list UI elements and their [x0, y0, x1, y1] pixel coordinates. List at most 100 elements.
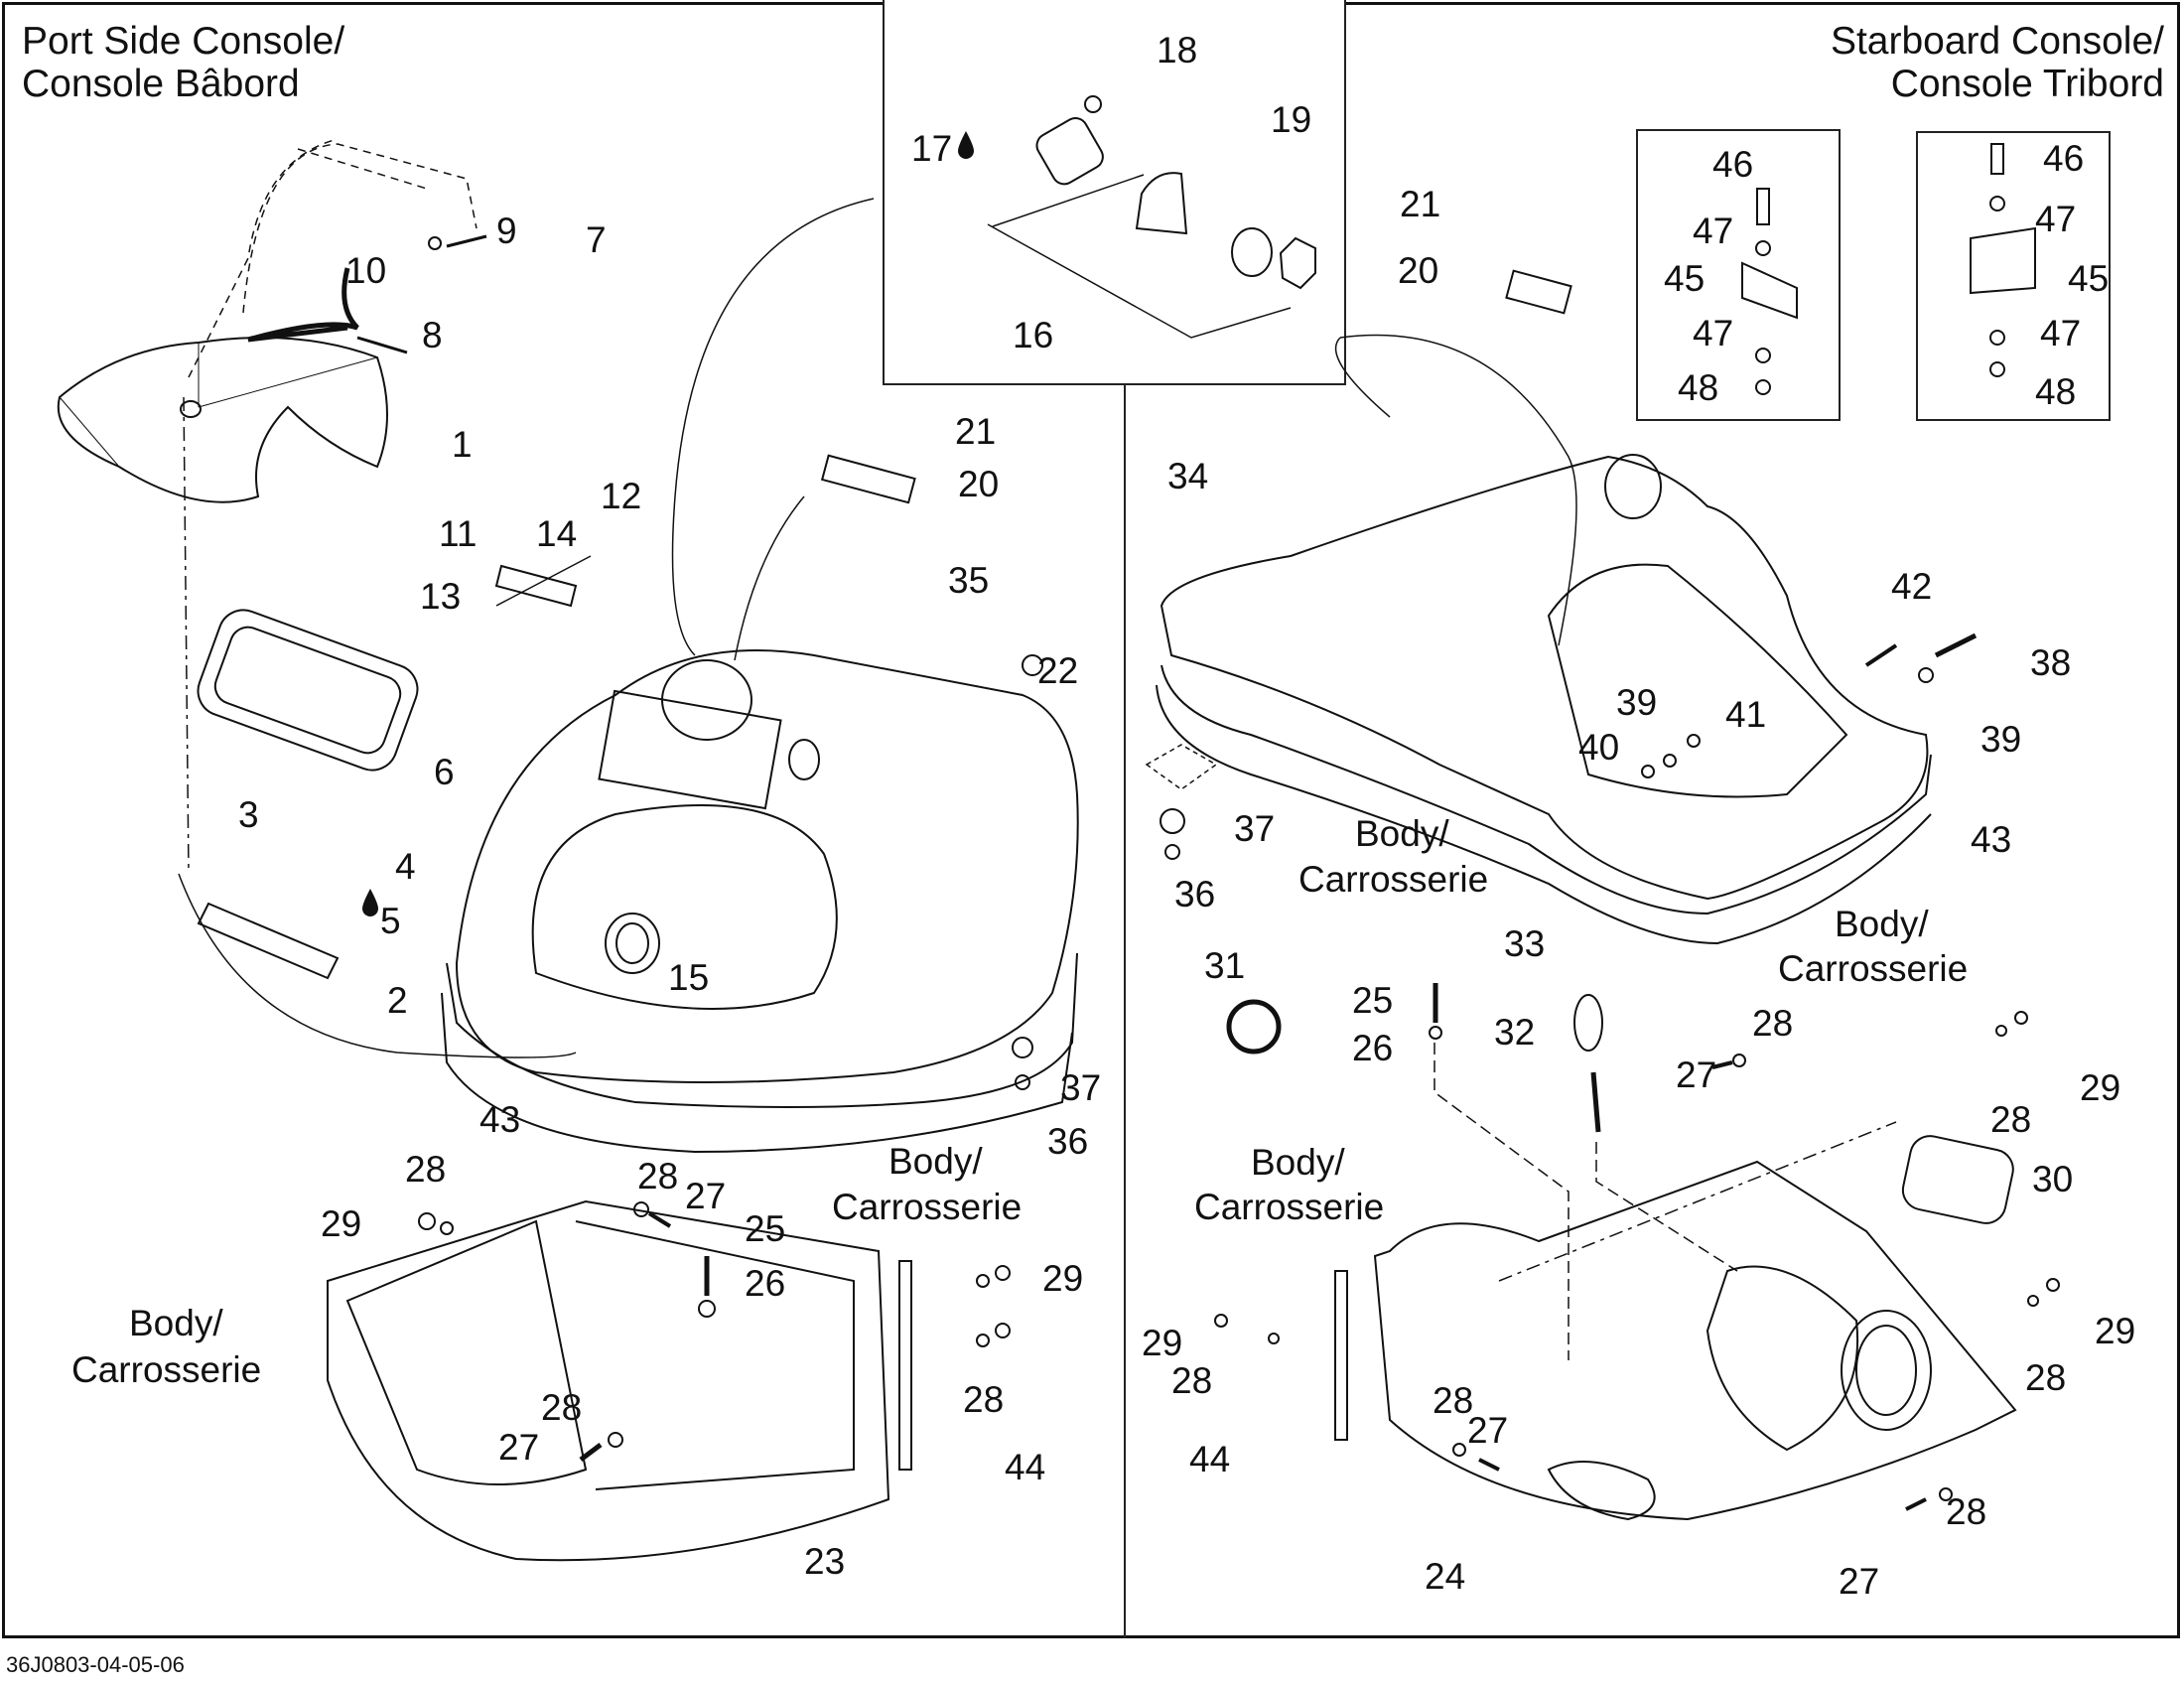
- callout-46: 46: [1712, 144, 1753, 185]
- callout-26: 26: [745, 1263, 785, 1304]
- callout-24: 24: [1425, 1556, 1465, 1597]
- inset-detail-bracket-right: [1916, 131, 2111, 421]
- part-34-key-boss: [1604, 454, 1662, 519]
- callout-32: 32: [1494, 1012, 1535, 1053]
- part-22-plug: [1022, 654, 1043, 676]
- part-6-frame: [197, 609, 419, 772]
- callout-45: 45: [1664, 258, 1705, 299]
- part-29-nut: [2014, 1011, 2028, 1025]
- callout-45: 45: [2068, 258, 2109, 299]
- callout-9: 9: [496, 211, 517, 251]
- starboard-section-title: Starboard Console/ Console Tribord: [1831, 20, 2164, 105]
- svg-text:Carrosserie: Carrosserie: [1298, 859, 1488, 900]
- callout-42: 42: [1891, 566, 1932, 607]
- part-33-cable-tie: [1573, 994, 1603, 1052]
- starboard-title-line2: Console Tribord: [1890, 63, 2164, 105]
- part-28-washer: [1452, 1443, 1466, 1457]
- callout-11: 11: [439, 513, 477, 554]
- drop-icon: [958, 131, 974, 159]
- part-19-plate: [1135, 172, 1188, 235]
- svg-text:Carrosserie: Carrosserie: [71, 1349, 261, 1390]
- part-29-nut: [2046, 1278, 2060, 1292]
- part-27-bolt: [1711, 1060, 1733, 1069]
- callout-43: 43: [1971, 819, 2011, 860]
- part-7-rivet: [446, 234, 487, 248]
- part-30-frame: [1901, 1135, 2014, 1224]
- part-26-washer: [698, 1300, 716, 1318]
- part-20-latch: [820, 454, 916, 504]
- part-39-washer: [1918, 667, 1934, 683]
- part-17-lock-cylinder: [1035, 117, 1104, 186]
- part-36-nut: [1015, 1074, 1030, 1090]
- callout-28: 28: [963, 1379, 1004, 1420]
- callout-39: 39: [1616, 682, 1657, 723]
- part-45-bracket: [1970, 226, 2036, 295]
- part-16-nut: [1279, 236, 1316, 290]
- body-label-port-right: Body/ Carrosserie: [832, 1141, 1022, 1227]
- callout-29: 29: [2080, 1067, 2120, 1108]
- part-46-bolt: [1990, 143, 2004, 175]
- callout-25: 25: [745, 1208, 785, 1249]
- part-37-grommet: [1160, 808, 1185, 834]
- callout-46: 46: [2043, 138, 2084, 179]
- part-28-washer: [440, 1221, 454, 1235]
- callout-31: 31: [1204, 945, 1245, 986]
- part-28-washer: [633, 1201, 649, 1217]
- callout-19: 19: [1271, 99, 1311, 140]
- callout-47: 47: [1693, 313, 1733, 353]
- part-39-washer: [1663, 754, 1677, 768]
- part-37-grommet: [1012, 1037, 1033, 1058]
- part-28-washer: [1268, 1333, 1280, 1344]
- callout-20: 20: [958, 464, 999, 504]
- callout-34: 34: [1167, 456, 1208, 496]
- part-45-bracket: [1741, 261, 1798, 320]
- port-section-title: Port Side Console/ Console Bâbord: [22, 20, 344, 105]
- drop-icon: [362, 889, 378, 916]
- callout-21: 21: [1400, 184, 1440, 224]
- callout-47: 47: [2040, 313, 2081, 353]
- part-35-storage-well: [531, 804, 838, 1010]
- callout-4: 4: [395, 846, 416, 887]
- callout-17: 17: [911, 128, 952, 169]
- callout-44: 44: [1005, 1447, 1045, 1487]
- part-44-seal-strip: [1334, 1270, 1348, 1441]
- part-29-nut: [1214, 1314, 1228, 1328]
- part-26-washer: [1429, 1026, 1442, 1040]
- callout-27: 27: [1839, 1561, 1879, 1602]
- callout-33: 33: [1504, 923, 1545, 964]
- callout-29: 29: [2095, 1311, 2135, 1351]
- callout-3: 3: [238, 794, 259, 835]
- part-10-ground-cable: [247, 267, 359, 343]
- callout-6: 6: [434, 752, 455, 792]
- callout-28: 28: [1946, 1491, 1986, 1532]
- part-35-console: [455, 649, 1079, 1083]
- callout-21: 21: [955, 411, 996, 452]
- callout-38: 38: [2030, 642, 2071, 683]
- part-27-bolt: [579, 1443, 603, 1462]
- callout-36: 36: [1174, 874, 1215, 914]
- body-label-starboard-mid: Body/ Carrosserie: [1778, 904, 1968, 989]
- part-1-cover: [57, 337, 388, 503]
- part-47-washer: [1989, 196, 2005, 211]
- callout-12: 12: [601, 476, 641, 516]
- part-27-bolt: [1478, 1458, 1500, 1472]
- part-28-washer: [1995, 1025, 2007, 1037]
- callout-1: 1: [452, 424, 473, 465]
- part-27-bolt: [1905, 1497, 1927, 1511]
- part-42-screw: [1864, 643, 1898, 667]
- callout-18: 18: [1157, 30, 1197, 70]
- part-16-ring: [1231, 227, 1273, 277]
- callout-44: 44: [1189, 1439, 1230, 1479]
- inset-detail-bracket-left: [1636, 129, 1841, 421]
- callout-10: 10: [345, 250, 386, 291]
- callout-28: 28: [1990, 1099, 2031, 1140]
- callout-48: 48: [1678, 367, 1718, 408]
- inset-right-parts: [1970, 143, 2036, 377]
- body-label-port-left: Body/ Carrosserie: [71, 1303, 261, 1390]
- svg-text:Carrosserie: Carrosserie: [1194, 1187, 1384, 1227]
- callout-29: 29: [1142, 1323, 1182, 1363]
- callout-28: 28: [405, 1149, 446, 1190]
- callout-27: 27: [1676, 1055, 1716, 1095]
- part-38-bolt: [1934, 633, 1978, 658]
- figure-code: 36J0803-04-05-06: [6, 1652, 185, 1677]
